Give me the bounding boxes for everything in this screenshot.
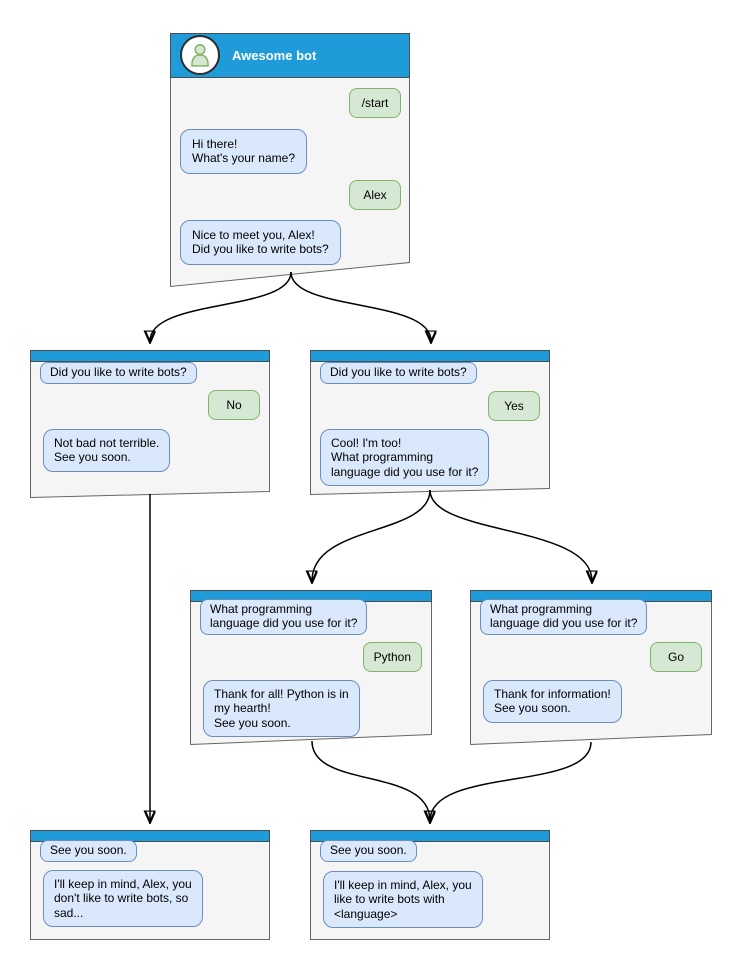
- bot-message-bubble: Not bad not terrible. See you soon.: [43, 429, 171, 472]
- avatar: [180, 35, 220, 75]
- edge-go-to-end-yes: [430, 741, 592, 821]
- bot-message-bubble: I'll keep in mind, Alex, you like to wri…: [323, 871, 483, 929]
- chat-window-python-branch: What programming language did you use fo…: [190, 590, 432, 745]
- window-titlebar: Awesome bot: [170, 33, 410, 77]
- chat-window-no-branch: Did you like to write bots? No Not bad n…: [30, 350, 270, 498]
- window-title: Awesome bot: [232, 47, 317, 63]
- bot-message-bubble: Did you like to write bots?: [320, 362, 477, 384]
- chat-window-go-branch: What programming language did you use fo…: [470, 590, 712, 745]
- edge-yes-branch-to-go: [429, 489, 592, 581]
- chat-window-end-no: See you soon. I'll keep in mind, Alex, y…: [30, 830, 270, 940]
- bot-message-bubble: What programming language did you use fo…: [200, 599, 368, 635]
- bot-message-bubble: Nice to meet you, Alex! Did you like to …: [180, 220, 341, 265]
- bot-message-bubble: Thank for information! See you soon.: [483, 680, 622, 723]
- user-message-bubble: Yes: [488, 391, 540, 422]
- chat-window-main: Awesome bot /start Hi there! What's your…: [170, 33, 410, 289]
- bot-message-bubble: Cool! I'm too! What programming language…: [320, 429, 490, 487]
- bot-message-bubble: Hi there! What's your name?: [180, 129, 308, 174]
- chat-window-end-yes: See you soon. I'll keep in mind, Alex, y…: [310, 830, 550, 940]
- edge-python-to-end-yes: [311, 740, 430, 821]
- user-message-bubble: Alex: [349, 180, 401, 211]
- bot-message-bubble: I'll keep in mind, Alex, you don't like …: [43, 870, 203, 928]
- bot-message-bubble: See you soon.: [40, 840, 137, 862]
- user-message-bubble: No: [208, 390, 260, 421]
- chat-window-yes-branch: Did you like to write bots? Yes Cool! I'…: [310, 350, 550, 495]
- edge-yes-branch-to-python: [312, 489, 431, 581]
- person-icon: [191, 44, 209, 67]
- bot-message-bubble: See you soon.: [320, 840, 417, 862]
- user-message-bubble: /start: [349, 88, 401, 119]
- user-message-bubble: Python: [362, 642, 422, 673]
- bot-message-bubble: Did you like to write bots?: [40, 362, 197, 384]
- bot-message-bubble: What programming language did you use fo…: [480, 599, 648, 635]
- bot-message-bubble: Thank for all! Python is in my hearth! S…: [203, 680, 360, 738]
- user-message-bubble: Go: [650, 642, 702, 673]
